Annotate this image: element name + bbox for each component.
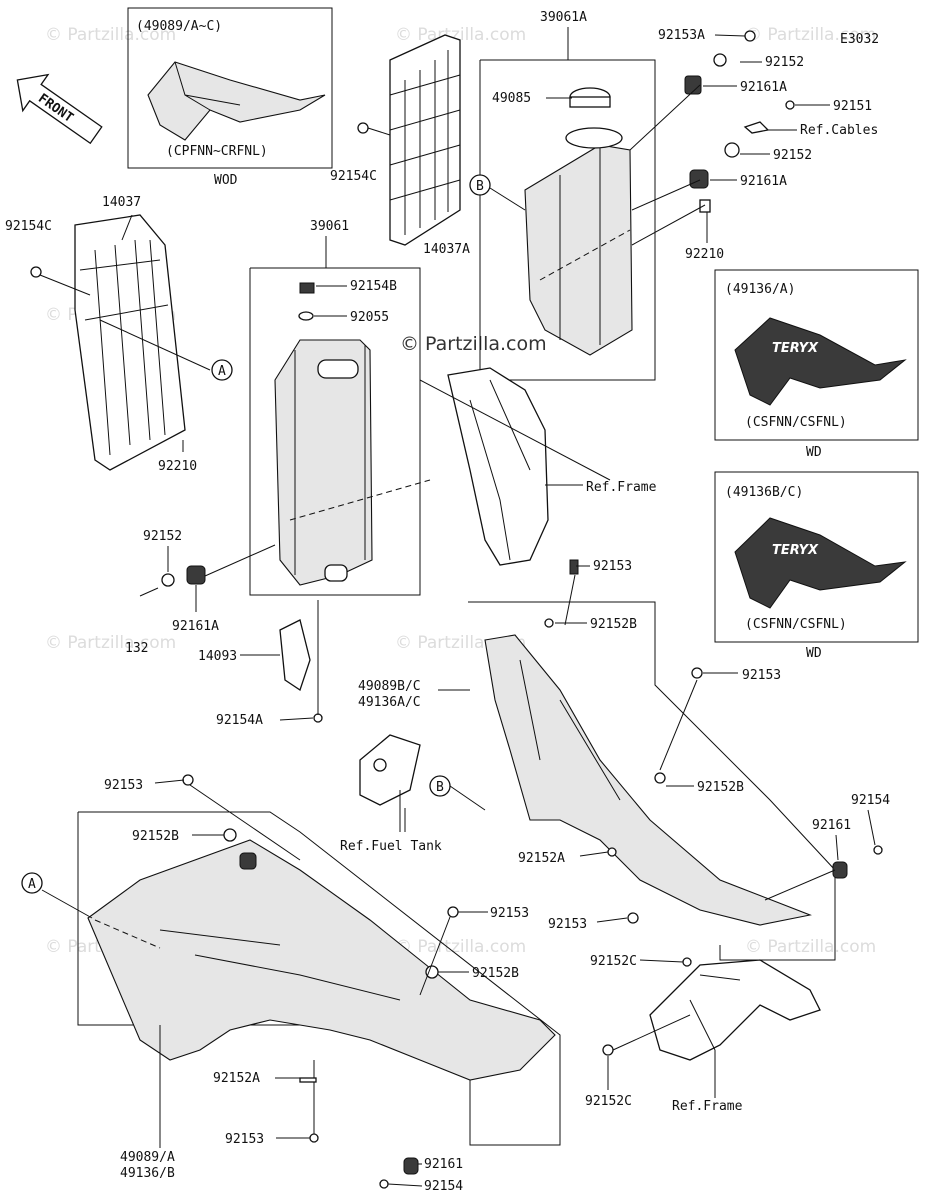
part-label: Ref.Frame <box>672 1099 743 1114</box>
part-label: 92154 <box>851 793 890 808</box>
callout-label: A <box>218 364 226 379</box>
callout-b-lower: B <box>429 775 486 811</box>
box-footer: (CPFNN~CRFNL) <box>166 144 268 159</box>
box-footer: (CSFNN/CSFNL) <box>745 617 847 632</box>
box-header: (49136B/C) <box>725 485 803 500</box>
part-label: 92152C <box>590 954 637 969</box>
part-label: 92154C <box>330 169 377 184</box>
part-label: 92161 <box>812 818 851 833</box>
part-label: 14093 <box>198 649 237 664</box>
part-label: 92152A <box>518 851 565 866</box>
box-header: (49089/A~C) <box>136 19 222 34</box>
part-label: 39061A <box>540 10 587 25</box>
part-label: 14037A <box>423 242 470 257</box>
fasteners-lower-left <box>139 544 323 723</box>
part-label: 92152 <box>765 55 804 70</box>
part-label: 92152A <box>213 1071 260 1086</box>
part-label: 92055 <box>350 310 389 325</box>
part-label: 92153 <box>490 906 529 921</box>
callout-label: A <box>28 877 36 892</box>
part-label: 92153 <box>593 559 632 574</box>
part-label: 92152 <box>773 148 812 163</box>
reservoir-assembly <box>479 27 656 381</box>
part-label: Ref.Frame <box>586 480 657 495</box>
part-label: 92152B <box>697 780 744 795</box>
part-label: 92154C <box>5 219 52 234</box>
callout-b-upper: B <box>469 174 526 211</box>
watermark: © Partzilla.com <box>45 25 176 45</box>
part-label: 92151 <box>833 99 872 114</box>
box-footer: (CSFNN/CSFNL) <box>745 415 847 430</box>
frame-reference-middle <box>419 367 611 566</box>
part-labels: 39061A 92153A 92152 49085 92161A 92151 R… <box>5 10 890 1194</box>
part-label: 92161A <box>172 619 219 634</box>
part-label: 49136A/C <box>358 695 421 710</box>
part-label: 92210 <box>158 459 197 474</box>
part-label: 92210 <box>685 247 724 262</box>
part-label: 92152B <box>132 829 179 844</box>
part-label: 92161A <box>740 174 787 189</box>
wd-variant-box-bc: (49136B/C) (CSFNN/CSFNL) WD TERYX <box>714 471 919 661</box>
box-caption: WD <box>806 445 822 460</box>
part-label: 92153 <box>104 778 143 793</box>
fuel-tank-reference <box>359 734 421 832</box>
right-shroud <box>468 559 883 967</box>
fasteners-top-right <box>629 30 795 246</box>
part-label: 14037 <box>102 195 141 210</box>
callout-label: B <box>436 780 444 795</box>
watermark: © Partzilla.com <box>745 25 876 45</box>
wd-variant-box-a: (49136/A) (CSFNN/CSFNL) WD TERYX <box>714 269 919 460</box>
part-label: 49136/B <box>120 1166 175 1181</box>
part-label: Ref.Cables <box>800 123 878 138</box>
part-label: 92152B <box>472 966 519 981</box>
radiator-guard-14037A <box>357 34 461 246</box>
box-caption: WD <box>806 646 822 661</box>
callout-a-upper: A <box>211 359 233 381</box>
part-label: 92152 <box>143 529 182 544</box>
leader-lines <box>121 34 876 1187</box>
watermark: © Partzilla.com <box>395 25 526 45</box>
wod-variant-box: (49089/A~C) (CPFNN~CRFNL) WOD <box>127 7 333 188</box>
part-label: 49089/A <box>120 1150 175 1165</box>
graphic-text: TERYX <box>772 543 819 558</box>
frame-reference-bottom <box>602 959 821 1098</box>
watermark: © Partzilla.com <box>45 633 176 653</box>
part-label: 92153 <box>742 668 781 683</box>
watermark: © Partzilla.com <box>395 937 526 957</box>
part-label: 92152C <box>585 1094 632 1109</box>
part-label: 92154 <box>424 1179 463 1194</box>
part-label: 92161 <box>424 1157 463 1172</box>
box-header: (49136/A) <box>725 282 795 297</box>
watermark-center: © Partzilla.com <box>400 333 547 355</box>
part-label: 49089B/C <box>358 679 421 694</box>
part-label: 92161A <box>740 80 787 95</box>
part-label: 92153 <box>548 917 587 932</box>
radiator-guard-14037 <box>30 214 211 471</box>
part-label: 132 <box>125 641 148 656</box>
part-label: 39061 <box>310 219 349 234</box>
radiator-assembly <box>249 267 431 596</box>
part-label: Ref.Fuel Tank <box>340 839 442 854</box>
callout-a-lower: A <box>21 872 93 919</box>
part-label: 92153 <box>225 1132 264 1147</box>
part-label: 92154A <box>216 713 263 728</box>
part-label: 92153A <box>658 28 705 43</box>
graphic-text: TERYX <box>772 341 819 356</box>
part-label: 49085 <box>492 91 531 106</box>
diagram-code: E3032 <box>840 32 879 47</box>
part-label: 92154B <box>350 279 397 294</box>
box-caption: WOD <box>214 173 238 188</box>
watermark: © Partzilla.com <box>745 937 876 957</box>
left-shroud <box>77 774 561 1189</box>
part-label: 92152B <box>590 617 637 632</box>
front-arrow-icon: FRONT <box>16 73 103 145</box>
callout-label: B <box>476 179 484 194</box>
